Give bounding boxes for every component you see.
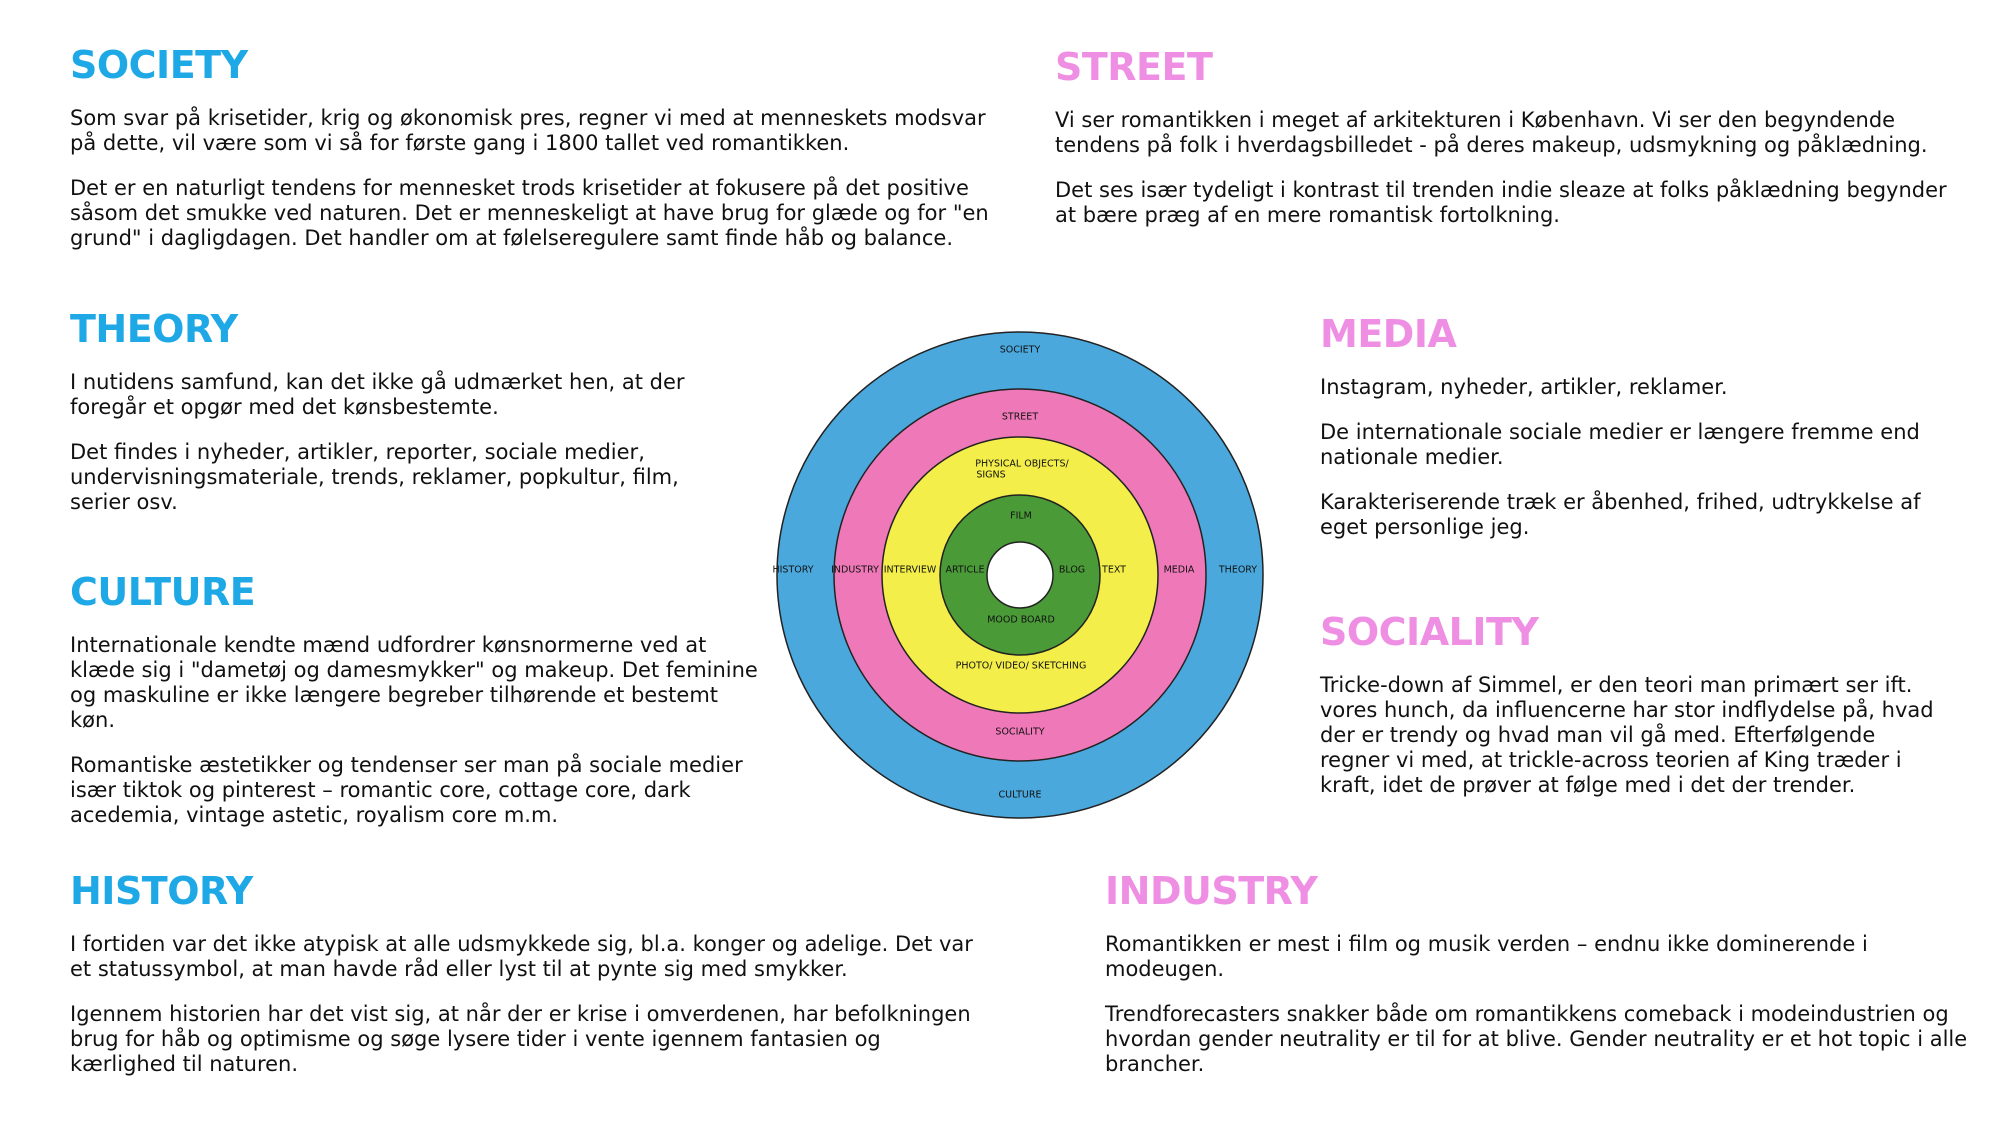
ring-label-text: TEXT bbox=[1101, 565, 1126, 576]
society-paragraph: Som svar på krisetider, krig og økonomis… bbox=[70, 106, 986, 155]
sociality-section: SOCIALITY Tricke-down af Simmel, er den … bbox=[1320, 613, 1950, 818]
ring-label-theory: THEORY bbox=[1218, 565, 1257, 576]
media-heading: MEDIA bbox=[1320, 312, 1457, 356]
society-paragraph: Det er en naturligt tendens for menneske… bbox=[70, 176, 989, 250]
street-section: STREET Vi ser romantikken i meget af ark… bbox=[1055, 48, 1955, 248]
history-section: HISTORY I fortiden var det ikke atypisk … bbox=[70, 872, 990, 1097]
society-section: SOCIETY Som svar på krisetider, krig og … bbox=[70, 46, 1000, 271]
ring-label-blog: BLOG bbox=[1059, 565, 1085, 576]
ring-label-interview: INTERVIEW bbox=[884, 565, 937, 576]
center-circle bbox=[986, 541, 1054, 609]
ring-label-sociality: SOCIALITY bbox=[995, 727, 1044, 738]
theory-heading: THEORY bbox=[70, 307, 238, 351]
culture-paragraph: Internationale kendte mænd udfordrer køn… bbox=[70, 633, 758, 732]
ring-label-photo-video-sketching: PHOTO/ VIDEO/ SKETCHING bbox=[956, 661, 1087, 672]
industry-heading: INDUSTRY bbox=[1105, 869, 1318, 913]
theory-paragraph: I nutidens samfund, kan det ikke gå udmæ… bbox=[70, 370, 685, 419]
sociality-heading: SOCIALITY bbox=[1320, 610, 1539, 654]
industry-section: INDUSTRY Romantikken er mest i film og m… bbox=[1105, 872, 1975, 1097]
history-heading: HISTORY bbox=[70, 869, 253, 913]
media-paragraph: Karakteriserende træk er åbenhed, frihed… bbox=[1320, 490, 1921, 539]
society-heading: SOCIETY bbox=[70, 43, 248, 87]
sociality-paragraph: Tricke-down af Simmel, er den teori man … bbox=[1320, 673, 1934, 797]
media-paragraph: Instagram, nyheder, artikler, reklamer. bbox=[1320, 375, 1728, 399]
street-paragraph: Det ses især tydeligt i kontrast til tre… bbox=[1055, 178, 1947, 227]
media-paragraph: De internationale sociale medier er læng… bbox=[1320, 420, 1920, 469]
industry-paragraph: Trendforecasters snakker både om romanti… bbox=[1105, 1002, 1968, 1076]
ring-label-physical-objects: PHYSICAL OBJECTS/ bbox=[975, 459, 1069, 470]
street-heading: STREET bbox=[1055, 45, 1213, 89]
ring-label-film: FILM bbox=[1010, 511, 1032, 522]
theory-paragraph: Det findes i nyheder, artikler, reporter… bbox=[70, 440, 679, 514]
history-paragraph: I fortiden var det ikke atypisk at alle … bbox=[70, 932, 973, 981]
ring-label-mood-board: MOOD BOARD bbox=[987, 615, 1055, 626]
theory-section: THEORY I nutidens samfund, kan det ikke … bbox=[70, 310, 730, 535]
street-paragraph: Vi ser romantikken i meget af arkitektur… bbox=[1055, 108, 1928, 157]
concentric-diagram: SOCIETY HISTORY THEORY CULTURE STREET IN… bbox=[772, 331, 1264, 819]
ring-label-media: MEDIA bbox=[1164, 565, 1195, 576]
ring-label-culture: CULTURE bbox=[999, 790, 1042, 801]
ring-label-society: SOCIETY bbox=[1000, 345, 1041, 356]
media-section: MEDIA Instagram, nyheder, artikler, rekl… bbox=[1320, 315, 1950, 560]
ring-label-history: HISTORY bbox=[772, 565, 813, 576]
ring-label-street: STREET bbox=[1002, 412, 1038, 423]
culture-section: CULTURE Internationale kendte mænd udfor… bbox=[70, 573, 760, 848]
culture-paragraph: Romantiske æstetikker og tendenser ser m… bbox=[70, 753, 743, 827]
ring-label-industry: INDUSTRY bbox=[831, 565, 879, 576]
history-paragraph: Igennem historien har det vist sig, at n… bbox=[70, 1002, 971, 1076]
industry-paragraph: Romantikken er mest i film og musik verd… bbox=[1105, 932, 1868, 981]
ring-label-article: ARTICLE bbox=[946, 565, 985, 576]
ring-label-signs: SIGNS bbox=[976, 470, 1005, 481]
culture-heading: CULTURE bbox=[70, 570, 256, 614]
